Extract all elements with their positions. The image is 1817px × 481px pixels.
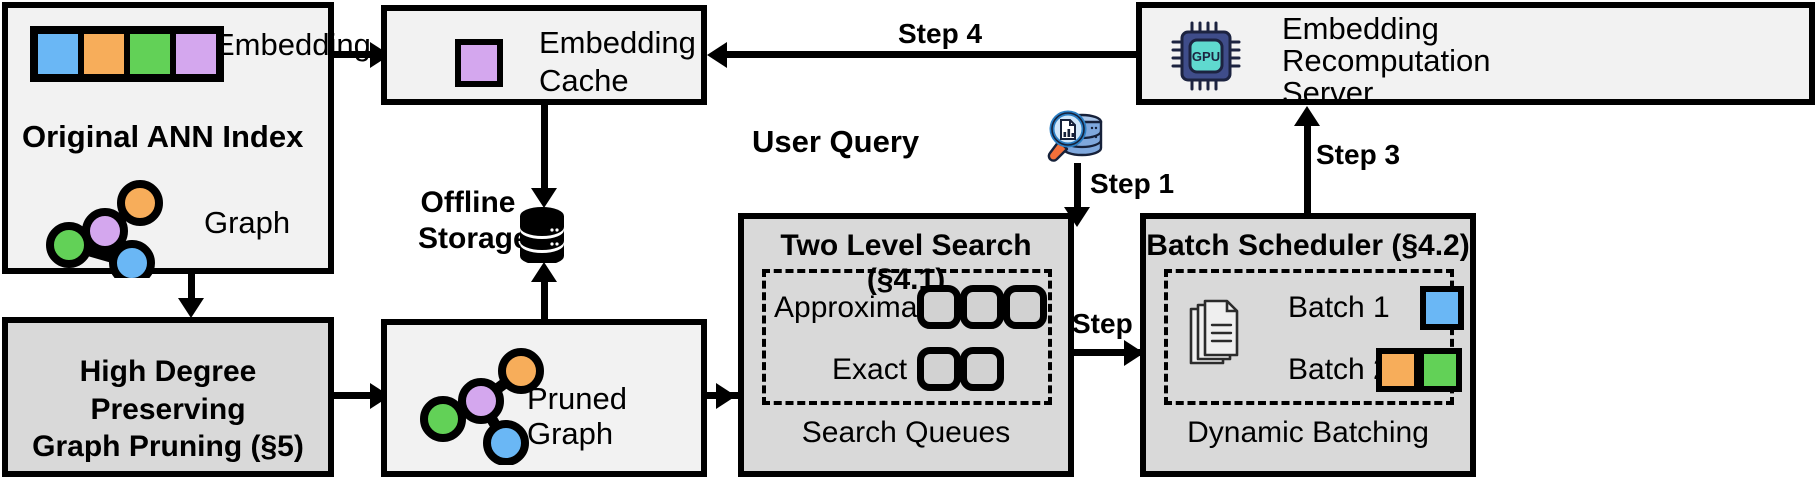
search-queues-footer: Search Queues — [801, 416, 1011, 449]
search-row-label-exact: Exact — [832, 353, 908, 386]
two-level-search-title: Two Level Search (§4.1) — [780, 229, 1032, 296]
embedding-cell-orange — [81, 31, 127, 77]
batch-1-label: Batch 1 — [1288, 291, 1390, 324]
graph-pruning-title: High Degree Preserving Graph Pruning (§5… — [32, 355, 304, 463]
arrow-pruned-to-storage-line — [541, 280, 548, 320]
search-queues-panel: Approximate Exact — [762, 269, 1052, 405]
graph-pruning-box: High Degree Preserving Graph Pruning (§5… — [2, 317, 334, 477]
dynamic-batching-panel: Batch 1 Batch 2 — [1164, 269, 1464, 405]
arrow-pruning-to-pruned-line — [334, 392, 374, 399]
arrow-index-to-cache-line — [334, 51, 374, 58]
arrow-step2-head — [1124, 340, 1144, 366]
two-level-search-box: Two Level Search (§4.1) Approximate Exac… — [738, 213, 1074, 477]
user-query-label: User Query — [752, 124, 920, 159]
embedding-cache-title: Embedding Cache — [539, 25, 696, 99]
embedding-strip — [30, 26, 224, 82]
arrow-step4-line — [722, 51, 1136, 58]
arrow-step2-line — [1074, 349, 1149, 356]
original-graph-figure — [22, 163, 202, 278]
arrow-pruned-to-search-head — [716, 383, 736, 409]
pruned-graph-label: Pruned Graph — [527, 381, 627, 451]
original-ann-index-box: Embedding Original ANN Index Graph — [2, 2, 371, 278]
exact-slot-2[interactable] — [960, 347, 1004, 391]
embedding-cell-green — [127, 31, 173, 77]
embedding-cell-blue — [35, 31, 81, 77]
recomputation-server-title: Embedding Recomputation Server — [1282, 11, 1491, 110]
embedding-cache-chip — [455, 39, 503, 87]
gpu-icon-text: GPU — [1192, 49, 1220, 64]
embedding-cache-box: Embedding Cache — [381, 5, 707, 105]
arrow-step3-head — [1294, 106, 1320, 126]
batch-2-item-orange — [1376, 348, 1420, 392]
recomputation-server-box: GPU Embedding Recomputation Server — [1136, 2, 1815, 108]
approximate-slot-2[interactable] — [960, 285, 1004, 329]
step4-label: Step 4 — [898, 18, 983, 49]
arrow-pruned-to-storage-head — [531, 262, 557, 282]
step3-label: Step 3 — [1316, 139, 1401, 170]
documents-icon — [1186, 299, 1248, 373]
query-search-database-icon — [1046, 103, 1106, 165]
exact-slot-1[interactable] — [917, 347, 961, 391]
gpu-chip-icon: GPU — [1170, 20, 1242, 92]
pruned-graph-box: Pruned Graph — [381, 319, 707, 477]
embedding-cell-purple — [173, 31, 219, 77]
arrow-cache-to-storage-line — [541, 105, 548, 190]
batch-1-item-blue — [1420, 286, 1464, 330]
arrow-index-to-pruning-line — [188, 274, 195, 300]
arrow-index-to-pruning-head — [178, 298, 204, 318]
arrow-cache-to-storage-head — [531, 188, 557, 208]
pruned-graph-figure — [403, 335, 583, 465]
dynamic-batching-footer: Dynamic Batching — [1187, 416, 1429, 449]
batch-scheduler-title: Batch Scheduler (§4.2) — [1146, 229, 1470, 262]
batch-2-item-green — [1418, 348, 1462, 392]
approximate-slot-3[interactable] — [1003, 285, 1047, 329]
batch-scheduler-box: Batch Scheduler (§4.2) — [1140, 213, 1476, 477]
database-icon — [518, 205, 566, 263]
search-row-label-approximate: Approximate — [774, 291, 943, 324]
arrow-step3-line — [1304, 125, 1311, 215]
offline-storage-label: Offline Storage — [418, 186, 530, 255]
step1-label: Step 1 — [1090, 168, 1175, 199]
arrow-step1-line — [1074, 163, 1081, 209]
original-graph-label: Graph — [204, 205, 291, 240]
original-ann-index-title: Original ANN Index — [22, 119, 304, 154]
batch-2-label: Batch 2 — [1288, 353, 1390, 386]
arrow-step4-head — [707, 42, 727, 68]
approximate-slot-1[interactable] — [917, 285, 961, 329]
